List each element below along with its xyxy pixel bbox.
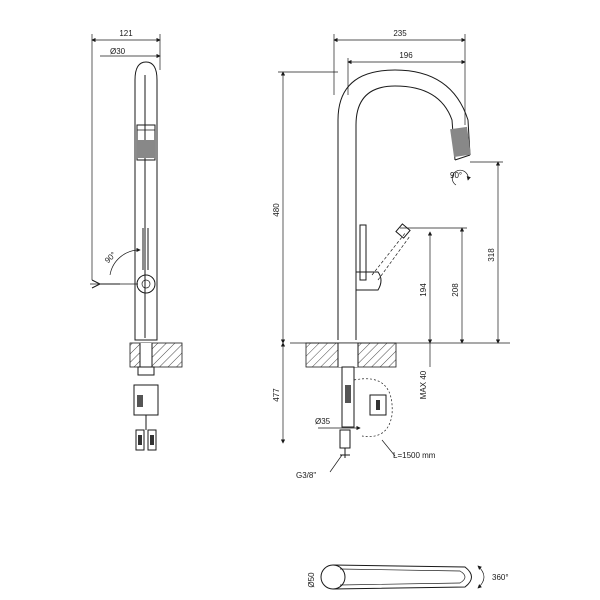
spout-height-label: 318 <box>487 248 496 262</box>
outlet-height-label: 194 <box>419 283 428 297</box>
front-width-spout-label: 196 <box>399 51 413 60</box>
front-view: 235 196 90° 480 318 208 194 <box>272 29 510 480</box>
hose-length-label: L=1500 mm <box>393 451 436 460</box>
total-height-label: 480 <box>272 203 281 217</box>
side-width-label: 121 <box>119 29 133 38</box>
side-angle-label: 90° <box>103 250 118 265</box>
front-width-total-label: 235 <box>393 29 407 38</box>
aerator-angle-label: 90° <box>450 171 462 180</box>
base-diameter-label: Ø50 <box>307 572 316 588</box>
lever-height-label: 208 <box>451 283 460 297</box>
rotation-label: 360° <box>492 573 509 582</box>
top-view: Ø50 360° <box>307 564 509 590</box>
max-thickness-label: MAX 40 <box>419 370 428 399</box>
side-diameter-label: Ø30 <box>110 47 126 56</box>
side-view: 121 Ø30 90° <box>90 29 183 451</box>
hole-diameter-label: Ø35 <box>315 417 331 426</box>
thread-label: G3/8" <box>296 471 316 480</box>
below-height-label: 477 <box>272 388 281 402</box>
